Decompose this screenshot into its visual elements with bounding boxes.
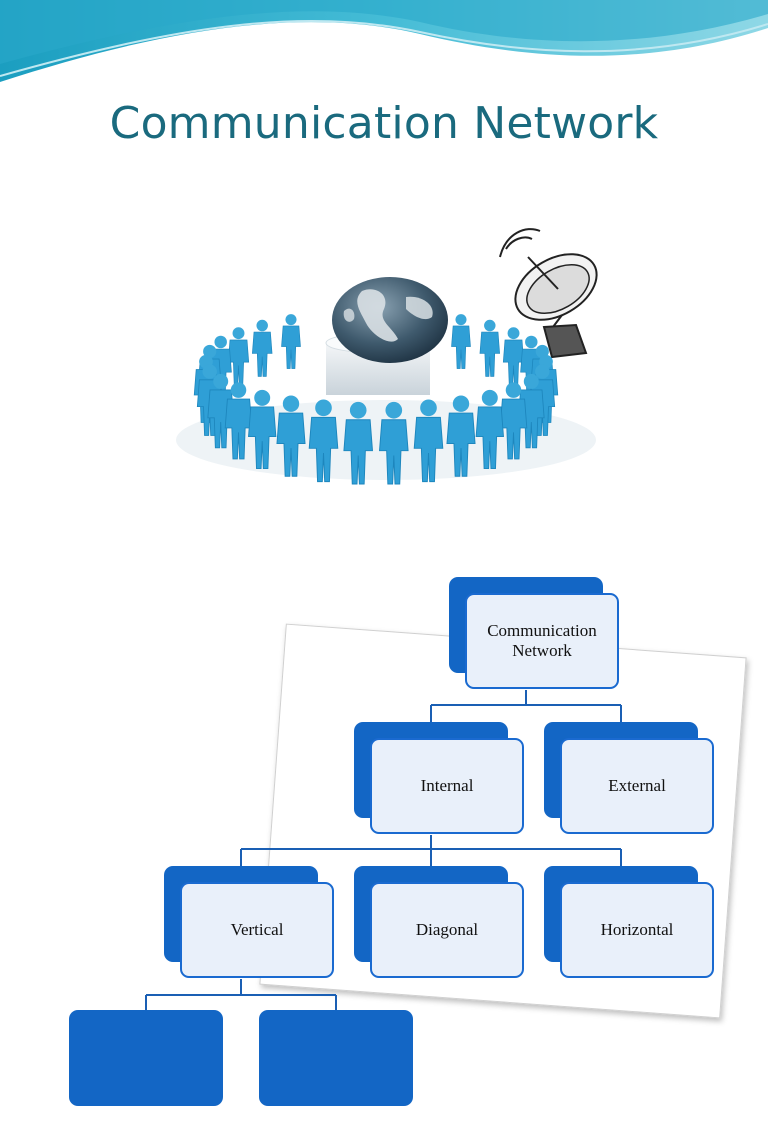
node-label: Communication Network bbox=[487, 621, 597, 660]
person-figure bbox=[248, 389, 277, 469]
node-label: Internal bbox=[420, 776, 474, 796]
diagram-node-vertical: Vertical bbox=[164, 866, 334, 978]
person-figure bbox=[224, 382, 253, 460]
person-figure bbox=[413, 399, 444, 483]
diagram-node-child-left bbox=[69, 1010, 239, 1122]
diagram-node-horizontal: Horizontal bbox=[544, 866, 714, 978]
satellite-dish-icon bbox=[499, 228, 598, 359]
diagram-connectors bbox=[145, 690, 622, 1010]
person-figure bbox=[343, 401, 373, 485]
person-figure bbox=[276, 395, 306, 477]
communication-illustration bbox=[166, 205, 606, 490]
node-shadow bbox=[259, 1010, 413, 1106]
slide-title: Communication Network bbox=[109, 98, 659, 149]
person-figure bbox=[479, 319, 500, 377]
person-figure bbox=[379, 401, 409, 485]
person-figure bbox=[281, 314, 301, 369]
diagram-node-internal: Internal bbox=[354, 722, 524, 834]
node-box: Communication Network bbox=[465, 593, 619, 689]
node-box: Vertical bbox=[180, 882, 334, 978]
node-shadow bbox=[69, 1010, 223, 1106]
person-figure bbox=[252, 319, 273, 377]
node-box: Internal bbox=[370, 738, 524, 834]
diagram-node-child-right bbox=[259, 1010, 429, 1122]
node-label: Horizontal bbox=[600, 920, 674, 940]
people-circle-icon bbox=[193, 314, 559, 485]
person-figure bbox=[499, 382, 528, 460]
person-figure bbox=[446, 395, 476, 477]
node-label: Vertical bbox=[230, 920, 284, 940]
globe-icon bbox=[332, 277, 448, 363]
node-label: Diagonal bbox=[415, 920, 479, 940]
header-wave-banner bbox=[0, 0, 768, 86]
person-figure bbox=[475, 389, 504, 469]
person-figure bbox=[451, 314, 471, 369]
diagram-node-external: External bbox=[544, 722, 714, 834]
node-box: External bbox=[560, 738, 714, 834]
node-box: Horizontal bbox=[560, 882, 714, 978]
diagram-node-diagonal: Diagonal bbox=[354, 866, 524, 978]
person-figure bbox=[308, 399, 339, 483]
node-label: External bbox=[608, 776, 666, 796]
person-figure bbox=[227, 327, 250, 387]
node-box: Diagonal bbox=[370, 882, 524, 978]
diagram-node-root: Communication Network bbox=[449, 577, 619, 689]
